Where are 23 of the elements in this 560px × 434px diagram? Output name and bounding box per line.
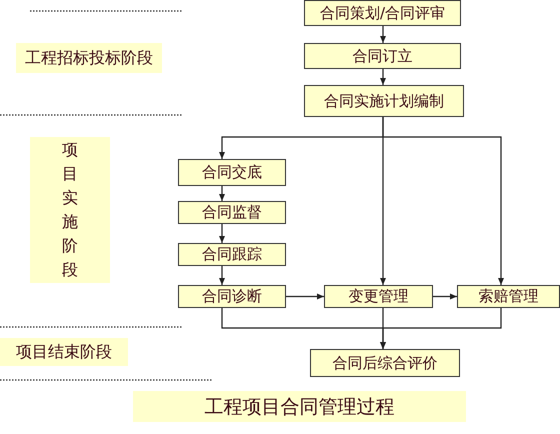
arrow xyxy=(286,294,324,300)
arrow xyxy=(380,26,386,43)
title-banner: 工程项目合同管理过程 xyxy=(133,391,466,422)
arrow xyxy=(219,224,225,243)
stage-label: 项目实施阶段 xyxy=(30,137,110,283)
process-box: 合同诊断 xyxy=(178,285,286,308)
stage-label: 工程招标投标阶段 xyxy=(16,43,162,73)
stage-label: 项目结束阶段 xyxy=(0,338,128,366)
arrow xyxy=(380,308,502,349)
process-box: 变更管理 xyxy=(324,285,433,308)
arrow xyxy=(382,117,504,285)
arrow xyxy=(219,186,225,201)
arrow xyxy=(380,69,386,85)
process-box: 合同监督 xyxy=(178,201,286,224)
arrow xyxy=(433,294,457,300)
process-box: 合同后综合评价 xyxy=(310,349,460,377)
process-box: 合同订立 xyxy=(304,43,461,69)
process-box: 合同跟踪 xyxy=(178,243,286,266)
arrow xyxy=(219,266,225,285)
process-box: 索赔管理 xyxy=(457,285,560,308)
process-box: 合同交底 xyxy=(178,159,286,186)
process-box: 合同策划/合同评审 xyxy=(304,0,461,26)
process-box: 合同实施计划编制 xyxy=(304,85,464,117)
